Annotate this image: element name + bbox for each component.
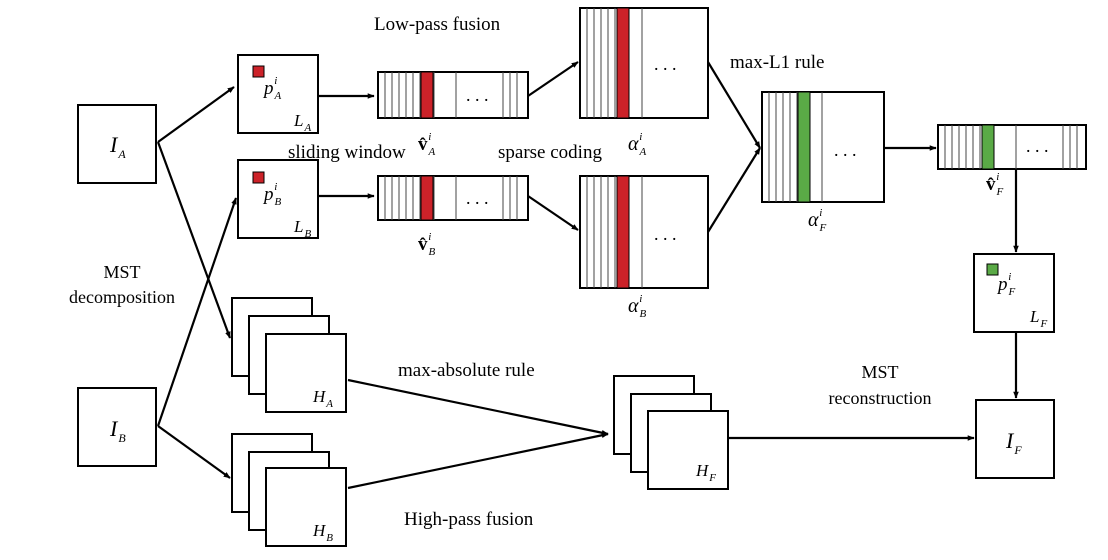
label-la: LA	[293, 111, 311, 134]
mst-decomposition-label-line2: decomposition	[69, 287, 175, 307]
label-alpha-f: αFi	[808, 207, 827, 234]
highlighted-column	[981, 124, 995, 170]
arrow-ia-to-la	[157, 86, 235, 143]
highlighted-column	[616, 7, 630, 119]
highlighted-column	[616, 175, 630, 289]
matrix-frame	[761, 91, 885, 203]
connectors	[156, 61, 1019, 490]
label-pf: pFi	[996, 271, 1016, 298]
highpass-stack-hf: HF	[613, 375, 729, 490]
image-ia: IA	[77, 104, 157, 184]
patch-pa-marker	[252, 65, 265, 78]
image-if: IF	[975, 399, 1055, 479]
label-ha: HA	[312, 387, 333, 410]
label-vf: v̂Fi	[986, 171, 1004, 198]
low-pass-fusion-label: Low-pass fusion	[374, 14, 501, 35]
coef-matrix-alpha-b: . . .	[579, 175, 709, 289]
label-pb: pBi	[262, 181, 282, 208]
mst-reconstruction-label-line1: MST	[861, 362, 898, 382]
highlighted-column	[797, 91, 811, 203]
matrix-frame	[579, 175, 709, 289]
sliding-window-label: sliding window	[288, 142, 406, 163]
label-vb: v̂Bi	[418, 231, 436, 258]
arrow-vb-to-alphab	[527, 195, 579, 231]
svg-text:IB: IB	[109, 416, 126, 445]
ellipsis: . . .	[466, 85, 489, 105]
arrow-alphab-to-alphaf	[707, 147, 761, 233]
coef-matrix-alpha-a: . . .	[579, 7, 709, 119]
mst-decomposition-label-line1: MST	[103, 262, 140, 282]
label-lb: LB	[293, 217, 311, 240]
label-hf: HF	[695, 461, 716, 484]
patch-pf-marker	[986, 263, 999, 276]
lowpass-lf: pFi LF	[973, 253, 1055, 333]
arrow-ib-to-lb	[156, 197, 238, 427]
arrow-alphaa-to-alphaf	[707, 61, 761, 149]
coef-matrix-alpha-f: . . .	[761, 91, 885, 203]
ellipsis: . . .	[654, 54, 677, 74]
svg-text:IA: IA	[109, 132, 126, 161]
arrow-hb-to-hf	[347, 432, 609, 490]
matrix-frame	[579, 7, 709, 119]
ellipsis: . . .	[466, 188, 489, 208]
patch-pb-marker	[252, 171, 265, 184]
arrow-ia-to-ha	[156, 141, 232, 339]
highlighted-column	[420, 175, 434, 221]
mst-reconstruction-label-line2: reconstruction	[829, 388, 932, 408]
label-va: v̂Ai	[418, 131, 436, 158]
lowpass-la: pAi LA	[237, 54, 319, 134]
ellipsis: . . .	[1026, 136, 1049, 156]
image-ib: IB	[77, 387, 157, 467]
label-pa: pAi	[262, 75, 282, 102]
label-if: IF	[1005, 428, 1022, 457]
max-l1-rule-label: max-L1 rule	[730, 52, 824, 73]
sparse-coding-label: sparse coding	[498, 142, 602, 163]
arrow-ha-to-hf	[347, 378, 609, 436]
label-ib: IB	[109, 416, 126, 445]
max-absolute-rule-label: max-absolute rule	[398, 360, 535, 381]
highpass-stack-ha: HA	[231, 297, 347, 413]
label-ia: IA	[109, 132, 126, 161]
vector-matrix-vb: . . .	[377, 175, 529, 221]
matrix-frame	[377, 175, 529, 221]
high-pass-fusion-label: High-pass fusion	[404, 509, 534, 530]
arrow-ib-to-hb	[157, 425, 231, 479]
highlighted-column	[420, 71, 434, 119]
arrow-va-to-alphaa	[527, 61, 579, 97]
ellipsis: . . .	[834, 140, 857, 160]
label-alpha-a: αAi	[628, 131, 647, 158]
vector-matrix-va: . . .	[377, 71, 529, 119]
matrix-frame	[377, 71, 529, 119]
matrix-frame	[937, 124, 1087, 170]
label-hb: HB	[312, 521, 333, 544]
vector-matrix-vf: . . .	[937, 124, 1087, 170]
highpass-stack-hb: HB	[231, 433, 347, 547]
lowpass-lb: pBi LB	[237, 159, 319, 240]
label-alpha-b: αBi	[628, 293, 647, 320]
label-lf: LF	[1029, 307, 1047, 330]
ellipsis: . . .	[654, 224, 677, 244]
